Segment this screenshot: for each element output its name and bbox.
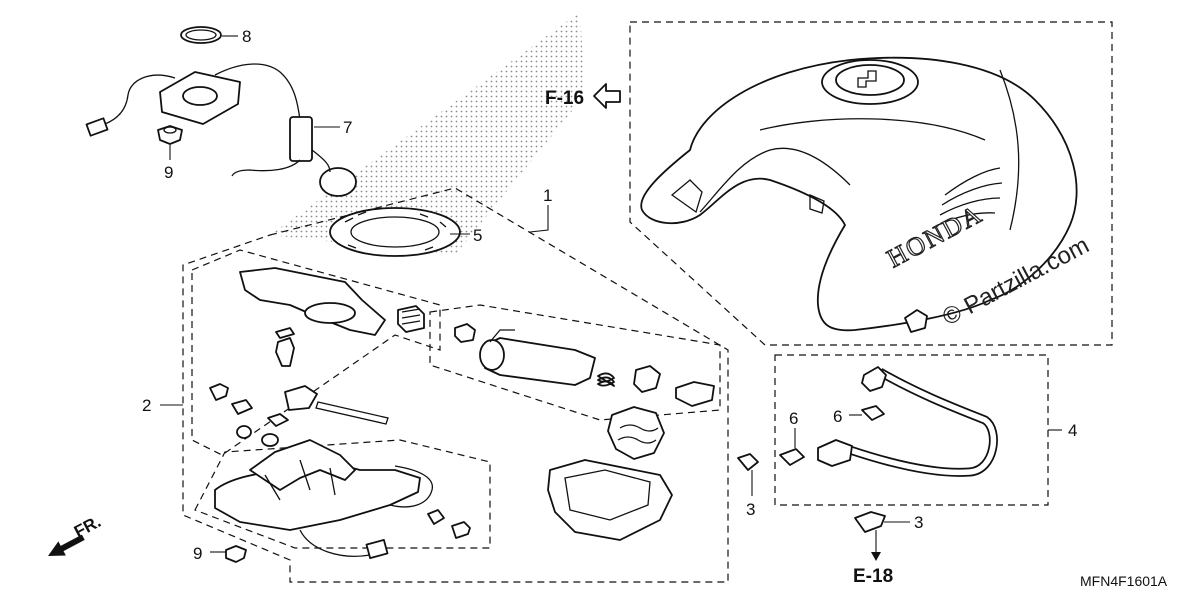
washer-a — [236, 425, 252, 439]
base-connector — [365, 539, 389, 559]
sub-box-bottom — [194, 439, 491, 549]
front-direction-label: FR. — [71, 512, 104, 542]
sender-connector — [85, 117, 109, 137]
fuel-tank-box — [629, 21, 1113, 346]
fuel-tank — [640, 56, 1078, 332]
leader-lines — [160, 35, 1062, 553]
small-parts — [209, 383, 389, 447]
callout-4: 4 — [1068, 421, 1077, 440]
fuel-pump-group — [454, 323, 715, 407]
callout-9-top: 9 — [164, 163, 173, 182]
pump-spring — [597, 372, 615, 387]
callout-1: 1 — [543, 186, 552, 205]
bolt-a — [209, 383, 229, 401]
pump-bracket — [239, 267, 386, 336]
fuel-tank-group: HONDA — [629, 21, 1113, 346]
assembly-box-1 — [182, 187, 729, 583]
sender-harness — [104, 74, 176, 125]
pump-clip-right — [675, 381, 715, 407]
sub-box-upper-left — [191, 249, 441, 456]
fuel-level-sender-group — [85, 26, 357, 197]
diagram-code: MFN4F1601A — [1080, 573, 1168, 589]
sender-center — [182, 86, 218, 106]
sub-box-pump — [429, 304, 721, 421]
wing-logo — [937, 167, 1003, 226]
nut-a — [261, 433, 279, 447]
clip-b — [267, 413, 289, 427]
tank-front-mount — [670, 179, 703, 214]
callout-3-right: 3 — [914, 513, 923, 532]
hose-upper-fitting — [861, 366, 887, 392]
float — [319, 167, 357, 197]
base-harness — [389, 465, 433, 508]
tank-seam-2 — [999, 69, 1020, 231]
joint-a — [275, 337, 295, 367]
fuel-hose-fitting — [284, 385, 318, 411]
callout-3-left: 3 — [746, 500, 755, 519]
hose-lower-fitting — [817, 439, 853, 467]
ref-f16-label: F-16 — [545, 88, 584, 109]
nut-9-top — [157, 125, 183, 145]
fuel-hose-group — [779, 366, 998, 477]
callout-8: 8 — [242, 27, 251, 46]
callout-7: 7 — [343, 118, 352, 137]
filter-cap — [397, 305, 425, 333]
ref-e18-arrow-icon — [871, 552, 881, 561]
hose-box-4 — [774, 354, 1049, 506]
small-clip-a — [275, 327, 295, 339]
pump-base-plate — [214, 439, 471, 563]
callout-2: 2 — [142, 396, 151, 415]
clip-6-upper — [861, 405, 885, 421]
clip-6-lower — [779, 448, 805, 466]
callout-6-right: 6 — [833, 407, 842, 426]
tank-side-mount — [809, 194, 825, 214]
base-clip — [427, 509, 445, 525]
clip-a — [231, 399, 253, 415]
level-sensor-body — [289, 116, 313, 162]
fuel-filter — [607, 406, 665, 460]
pump-connector — [454, 323, 476, 343]
nut-9-bottom — [225, 545, 247, 563]
fuel-cap-key-slot — [857, 70, 877, 88]
tank-rear-bracket — [904, 309, 928, 333]
pressure-regulator — [304, 302, 356, 324]
ref-f16-arrow-icon — [593, 83, 621, 109]
base-wire — [299, 529, 371, 557]
fuel-cap — [835, 64, 905, 96]
callout-9-bottom: 9 — [193, 544, 202, 563]
pump-damper — [633, 365, 661, 393]
float-arm — [231, 159, 301, 177]
tank-seam — [759, 118, 986, 141]
tank-inner-edge — [699, 147, 851, 213]
fuel-pump-ring-5 — [329, 207, 461, 257]
pump-bracket-group — [239, 267, 425, 367]
ref-e18-label: E-18 — [853, 566, 893, 587]
fuel-hose-small — [315, 401, 389, 425]
sender-wire — [214, 63, 301, 121]
callout-6-left: 6 — [789, 409, 798, 428]
base-bolt — [451, 521, 471, 539]
clip-3-left — [737, 453, 759, 471]
callout-5: 5 — [473, 226, 482, 245]
front-direction-arrow-icon — [48, 534, 85, 556]
clip-3-lower — [854, 511, 886, 533]
